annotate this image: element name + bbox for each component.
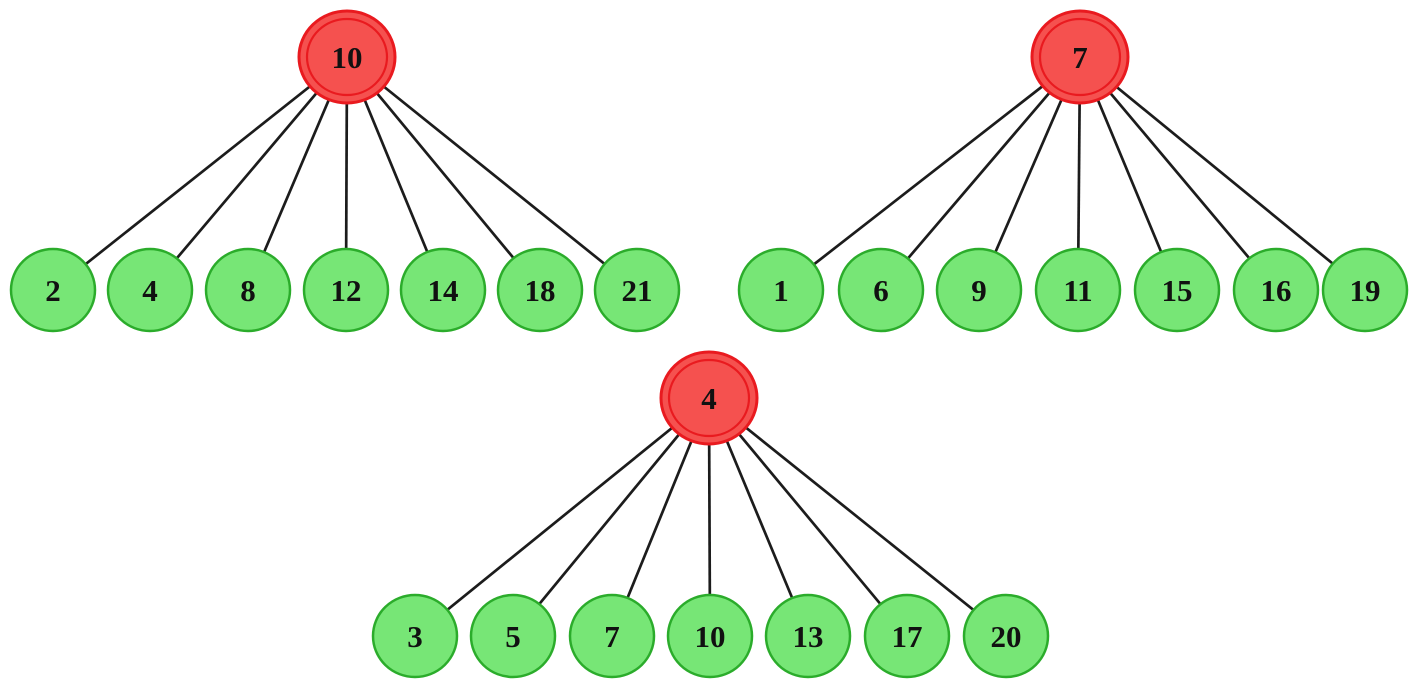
leaf-node — [371, 593, 459, 679]
root-node — [1030, 9, 1130, 105]
leaf-node — [764, 593, 852, 679]
edge — [345, 56, 542, 291]
root-node — [297, 9, 397, 105]
leaf-node — [302, 247, 390, 333]
leaf-node — [1133, 247, 1221, 333]
edge — [879, 56, 1082, 291]
edge — [52, 55, 348, 292]
root-node — [659, 350, 759, 446]
leaf-node — [1321, 247, 1409, 333]
leaf-node — [1034, 247, 1122, 333]
leaf-node — [935, 247, 1023, 333]
leaf-node — [496, 247, 584, 333]
root-node-ring — [1038, 17, 1122, 97]
leaf-node — [737, 247, 825, 333]
leaf-node — [666, 593, 754, 679]
edge — [414, 396, 710, 638]
edge — [780, 55, 1081, 292]
edge — [148, 56, 349, 291]
leaf-node — [469, 593, 557, 679]
leaf-node — [9, 247, 97, 333]
root-node-ring — [667, 358, 751, 438]
leaf-node — [863, 593, 951, 679]
leaf-node — [204, 247, 292, 333]
root-node-ring — [305, 17, 389, 97]
edge — [1078, 56, 1278, 291]
leaf-node — [962, 593, 1050, 679]
leaf-node — [399, 247, 487, 333]
leaf-node — [1232, 247, 1320, 333]
edge — [511, 397, 711, 637]
leaf-node — [568, 593, 656, 679]
edge — [707, 397, 909, 637]
leaf-node — [593, 247, 681, 333]
edge — [708, 396, 1007, 638]
leaf-node — [106, 247, 194, 333]
edge — [346, 55, 638, 292]
leaf-node — [837, 247, 925, 333]
edge — [1079, 55, 1366, 292]
